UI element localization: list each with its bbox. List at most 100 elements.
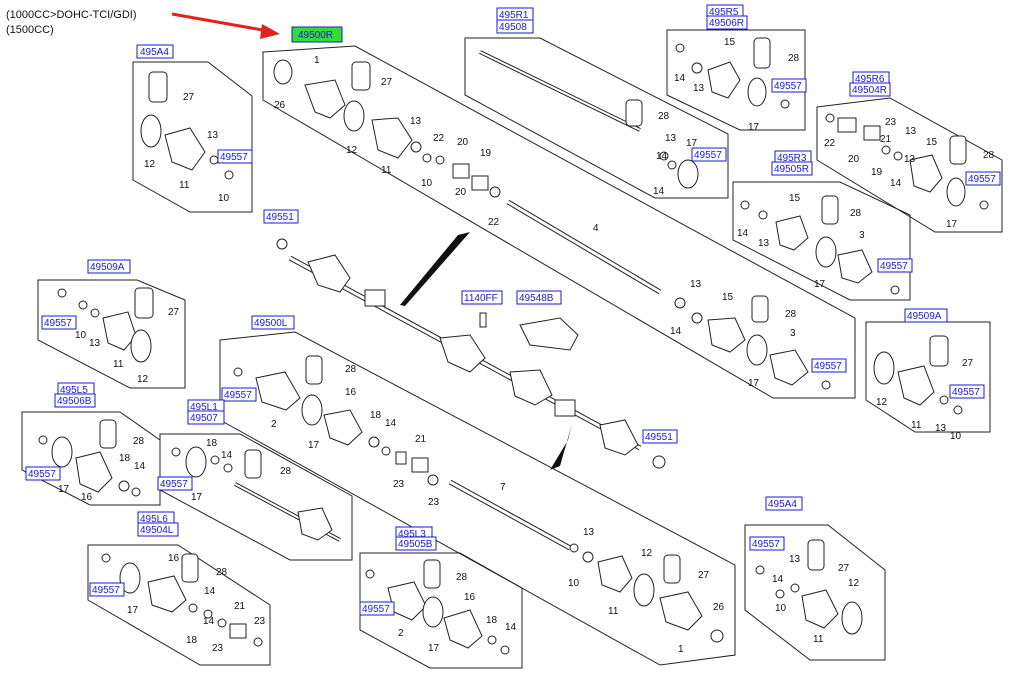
code-1140FF[interactable]: 1140FF: [464, 293, 498, 304]
code-495L6[interactable]: 495L6: [140, 514, 168, 525]
label-1-i: 1: [678, 644, 684, 655]
code-495L5[interactable]: 495L5: [60, 385, 88, 396]
code-49548B[interactable]: 49548B: [519, 293, 554, 304]
label-11: 11: [381, 165, 392, 176]
code-49506R[interactable]: 49506R: [709, 18, 744, 29]
part-20: [452, 163, 470, 179]
code-49557-right-assy[interactable]: 49557: [814, 361, 842, 372]
code-49500R[interactable]: 49500R: [298, 30, 333, 41]
label-28-l: 28: [280, 466, 292, 477]
label-10-p: 10: [775, 603, 787, 614]
label-10-h: 10: [950, 431, 962, 442]
label-22-d: 22: [824, 138, 836, 149]
label-27-i: 27: [698, 570, 710, 581]
code-49507[interactable]: 49507: [190, 413, 218, 424]
code-49557-d[interactable]: 49557: [968, 174, 996, 185]
code-49557-i[interactable]: 49557: [224, 390, 252, 401]
pointer-wedge-bottom: [550, 424, 572, 470]
clamp-part-12-top: [343, 100, 365, 132]
boot-part-28-right: [751, 295, 769, 323]
label-28-o: 28: [456, 572, 468, 583]
code-49557-m[interactable]: 49557: [92, 585, 120, 596]
bracket-49548B: [519, 317, 579, 351]
red-arrow-icon: [171, 12, 280, 39]
code-49557-f[interactable]: 49557: [880, 261, 908, 272]
code-495L1[interactable]: 495L1: [190, 402, 218, 413]
label-17-f: 17: [814, 279, 826, 290]
code-495R1[interactable]: 495R1: [499, 10, 529, 21]
label-15-c: 15: [724, 37, 736, 48]
header-line-2: (1500CC): [6, 24, 54, 36]
label-26-i: 26: [713, 602, 725, 613]
label-18-k: 18: [119, 453, 131, 464]
code-49557-o[interactable]: 49557: [362, 604, 390, 615]
label-3-r: 3: [790, 328, 796, 339]
code-49557-a[interactable]: 49557: [220, 152, 248, 163]
label-13-r: 13: [690, 279, 702, 290]
label-15-d: 15: [926, 137, 938, 148]
box-495L3: [359, 552, 523, 669]
label-27: 27: [381, 77, 393, 88]
code-495L3[interactable]: 495L3: [398, 529, 426, 540]
label-19-d: 19: [871, 167, 883, 178]
code-49557-g[interactable]: 49557: [44, 318, 72, 329]
code-49504R[interactable]: 49504R: [852, 85, 887, 96]
label-23-m: 23: [254, 616, 266, 627]
label-13-a: 13: [207, 130, 219, 141]
code-49500L[interactable]: 49500L: [254, 318, 288, 329]
code-49509A-left[interactable]: 49509A: [90, 262, 125, 273]
label-12-i: 12: [641, 548, 653, 559]
code-495R3[interactable]: 495R3: [777, 153, 807, 164]
label-18-i: 18: [370, 410, 382, 421]
label-23-n: 23: [212, 643, 224, 654]
label-2-o: 2: [398, 628, 404, 639]
code-495R5[interactable]: 495R5: [709, 7, 739, 18]
label-27-h: 27: [962, 358, 974, 369]
code-495A4-right[interactable]: 495A4: [768, 499, 797, 510]
ring-49557-right: [821, 380, 831, 390]
label-14-l: 14: [221, 450, 233, 461]
label-10: 10: [421, 178, 433, 189]
code-49509A-right[interactable]: 49509A: [907, 311, 942, 322]
label-11-h: 11: [911, 420, 922, 431]
code-49557-h[interactable]: 49557: [952, 387, 980, 398]
label-13-e: 13: [904, 154, 916, 165]
code-49504L[interactable]: 49504L: [140, 525, 174, 536]
label-16-o: 16: [464, 592, 476, 603]
clamp-part-17-right: [746, 334, 768, 366]
code-49557-b[interactable]: 49557: [694, 150, 722, 161]
label-28-m: 28: [216, 567, 228, 578]
clamp-part-13-top: [410, 141, 422, 153]
label-10-g: 10: [75, 330, 87, 341]
label-14-p: 14: [772, 574, 784, 585]
code-49505B[interactable]: 49505B: [398, 539, 433, 550]
label-17-d: 17: [946, 219, 958, 230]
label-14-m: 14: [204, 586, 216, 597]
label-21-d: 21: [880, 134, 892, 145]
label-28-b: 28: [658, 111, 670, 122]
box-49509A-left: [37, 279, 186, 389]
label-28-e: 28: [850, 208, 862, 219]
ring-part-10-top: [422, 153, 432, 163]
code-49551-bottom[interactable]: 49551: [645, 432, 673, 443]
label-10-a: 10: [218, 193, 230, 204]
code-49505R[interactable]: 49505R: [774, 164, 809, 175]
label-14-k: 14: [134, 461, 146, 472]
label-16-i: 16: [345, 387, 357, 398]
code-49506B[interactable]: 49506B: [57, 396, 92, 407]
code-49557-c[interactable]: 49557: [774, 81, 802, 92]
code-49508[interactable]: 49508: [499, 22, 527, 33]
boot-part-15-right: [707, 317, 746, 353]
code-49557-k[interactable]: 49557: [28, 469, 56, 480]
box-495R5: [666, 29, 806, 131]
code-49557-p[interactable]: 49557: [752, 539, 780, 550]
code-49551-top[interactable]: 49551: [266, 212, 294, 223]
code-495R6[interactable]: 495R6: [855, 74, 885, 85]
code-49557-l[interactable]: 49557: [160, 479, 188, 490]
code-495A4-left[interactable]: 495A4: [140, 47, 169, 58]
label-13-p: 13: [789, 554, 801, 565]
boot-part-11-top: [371, 117, 413, 159]
boot-part-27-top: [351, 61, 371, 91]
joint-part-3-right: [769, 349, 809, 386]
